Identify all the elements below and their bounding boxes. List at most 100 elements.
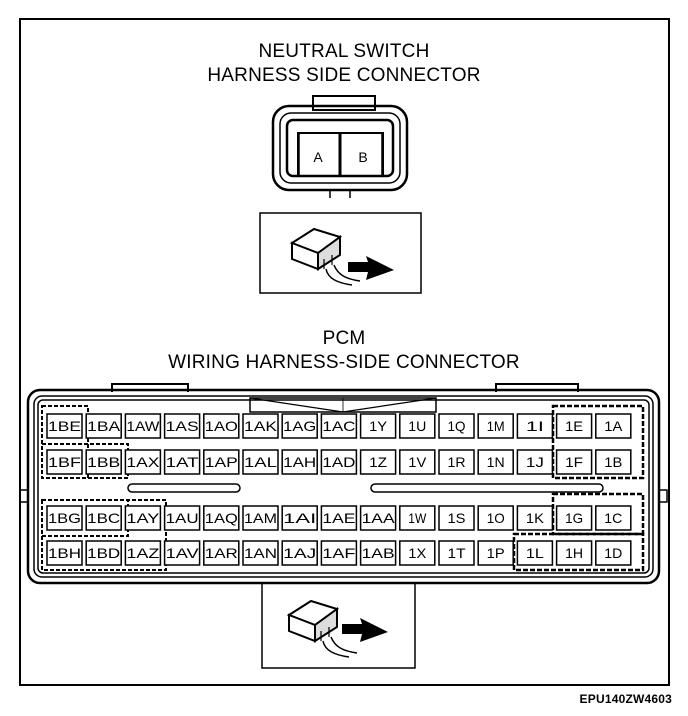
pcm-pin-label: 1AX <box>126 454 160 470</box>
pcm-pin-label: 1B <box>604 454 622 470</box>
pcm-pin-label: 1AZ <box>126 545 160 561</box>
pcm-pin-label: 1C <box>604 510 622 526</box>
pcm-pin-label: 1AL <box>244 454 277 470</box>
neutral-switch-connector <box>271 95 409 198</box>
pcm-pin-cell <box>124 540 162 566</box>
pcm-pin-cell <box>242 413 279 439</box>
viewing-direction-inset-1 <box>259 212 422 294</box>
pcm-pin-cell <box>46 540 83 566</box>
pcm-pin-label: 1AN <box>244 545 277 561</box>
pcm-pin-cell <box>516 505 554 531</box>
neutral-pin-b-label: B <box>358 149 367 165</box>
pcm-pin-label: 1AG <box>283 418 316 434</box>
pcm-pin-label: 1I <box>526 418 544 434</box>
pcm-pin-cell <box>320 449 358 475</box>
pcm-pin-label: 1Q <box>448 418 466 434</box>
pcm-pin-cell <box>516 413 554 439</box>
pcm-pin-label: 1AQ <box>205 510 238 526</box>
pcm-pin-label: 1P <box>487 545 505 561</box>
pcm-pin-cell <box>46 505 83 531</box>
pcm-pin-label: 1BE <box>48 418 81 434</box>
neutral-switch-title-line2: HARNESS SIDE CONNECTOR <box>207 65 481 86</box>
pcm-pin-cell <box>595 449 632 475</box>
pcm-pin-cell <box>203 449 240 475</box>
pcm-pin-cell <box>203 505 240 531</box>
pcm-pin-label: 1AM <box>244 510 277 526</box>
pcm-pin-cell <box>320 505 358 531</box>
pcm-pin-label: 1AO <box>205 418 238 434</box>
pcm-title-line2: WIRING HARNESS-SIDE CONNECTOR <box>168 352 520 373</box>
arrow-icon-1 <box>348 256 394 280</box>
pcm-pin-cell <box>281 540 318 566</box>
pcm-pin-label: 1AJ <box>283 545 316 561</box>
pcm-pin-cell <box>516 540 554 566</box>
pcm-pin-cell <box>85 413 122 439</box>
pcm-pin-label: 1X <box>408 545 427 561</box>
pcm-pin-label: 1N <box>487 454 505 470</box>
pcm-pin-label: 1L <box>526 545 544 561</box>
pcm-pin-cell <box>477 413 514 439</box>
connector-view-icon-2 <box>286 599 358 658</box>
pcm-pin-label: 1V <box>408 454 427 470</box>
pcm-pin-cell <box>595 413 632 439</box>
pcm-pin-label: 1R <box>448 454 466 470</box>
pcm-pin-cell <box>399 540 436 566</box>
pcm-pin-label: 1D <box>604 545 622 561</box>
pcm-pin-label: 1AY <box>126 510 160 526</box>
pcm-pin-cell <box>163 413 201 439</box>
pcm-pin-label: 1AR <box>205 545 238 561</box>
pcm-pin-label: 1BB <box>87 454 120 470</box>
pcm-pin-cell <box>438 505 475 531</box>
pcm-pin-cell <box>320 413 358 439</box>
pcm-pin-cell <box>399 413 436 439</box>
pcm-pin-cell <box>46 449 83 475</box>
pcm-pin-label: 1BG <box>48 510 81 526</box>
pcm-pin-cell <box>555 540 593 566</box>
pcm-pin-cell <box>399 449 436 475</box>
pcm-pin-cell <box>438 540 475 566</box>
pcm-pin-cell <box>359 413 397 439</box>
pcm-pin-label: 1BH <box>48 545 81 561</box>
pcm-pin-cell <box>477 449 514 475</box>
pcm-pin-label: 1AA <box>362 510 396 526</box>
pcm-pin-cell <box>281 505 318 531</box>
pcm-pin-label: 1K <box>526 510 545 526</box>
connector-view-icon-1 <box>289 227 361 286</box>
pcm-pin-label: 1S <box>448 510 466 526</box>
pcm-pin-label: 1AP <box>205 454 238 470</box>
pcm-pin-cell <box>359 505 397 531</box>
pcm-pin-cell <box>399 505 436 531</box>
arrow-icon-2 <box>342 618 388 642</box>
pcm-pin-cell <box>516 449 554 475</box>
pcm-pin-label: 1J <box>526 454 544 470</box>
pcm-pin-label: 1AK <box>244 418 278 434</box>
pcm-pin-label: 1AF <box>322 545 355 561</box>
pcm-pin-cell <box>163 540 201 566</box>
pcm-pin-cell <box>85 449 122 475</box>
pcm-pin-label: 1BD <box>87 545 120 561</box>
pcm-pin-label: 1H <box>565 545 583 561</box>
pcm-pin-cell <box>438 413 475 439</box>
pcm-pin-label: 1AI <box>283 510 316 526</box>
pcm-pin-cell <box>438 449 475 475</box>
pcm-pin-cell <box>124 505 162 531</box>
pcm-pin-cell <box>320 540 358 566</box>
pcm-pin-label: 1AD <box>322 454 355 470</box>
pcm-pin-label: 1Y <box>369 418 388 434</box>
pcm-pin-label: 1BF <box>48 454 81 470</box>
pcm-pin-label: 1AW <box>126 418 160 434</box>
pcm-pin-cell <box>203 540 240 566</box>
viewing-direction-inset-2 <box>261 582 416 669</box>
pcm-pin-cell <box>281 449 318 475</box>
pcm-pin-label: 1AH <box>283 454 316 470</box>
figure-code: EPU140ZW4603 <box>579 692 672 706</box>
pcm-pin-cell <box>555 449 593 475</box>
pcm-pin-label: 1U <box>408 418 426 434</box>
neutral-switch-title-line1: NEUTRAL SWITCH <box>258 41 430 62</box>
pcm-pin-cell <box>242 449 279 475</box>
figure-frame <box>19 18 670 686</box>
pcm-pin-label: 1T <box>448 545 466 561</box>
pcm-pin-cell <box>477 505 514 531</box>
